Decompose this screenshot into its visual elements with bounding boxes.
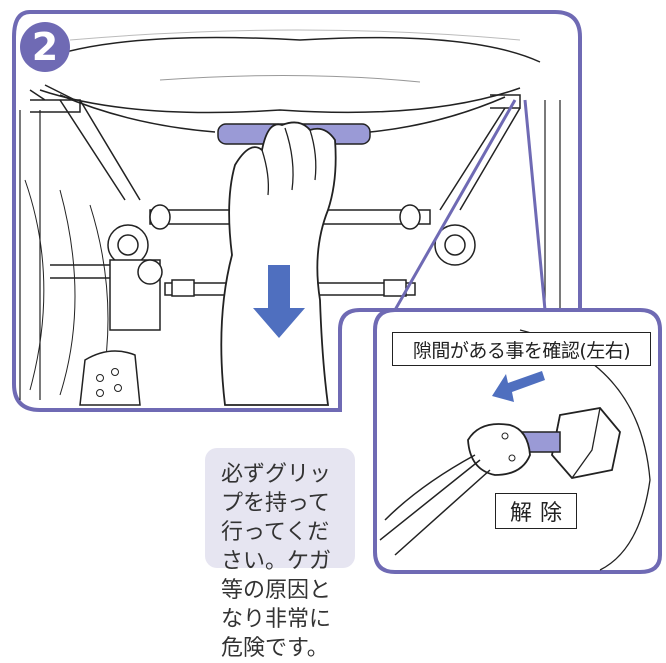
- check-gap-label: 隙間がある事を確認(左右): [392, 332, 651, 366]
- down-arrow-icon: [253, 265, 305, 338]
- release-label: 解除: [495, 493, 577, 529]
- left-arrow-icon: [492, 371, 545, 402]
- caution-note: 必ずグリップを持って行ってください。ケガ等の原因となり非常に危険です。: [205, 448, 355, 661]
- hand: [220, 121, 337, 406]
- instruction-illustration: [12, 10, 662, 574]
- step-number-badge: 2: [20, 22, 70, 72]
